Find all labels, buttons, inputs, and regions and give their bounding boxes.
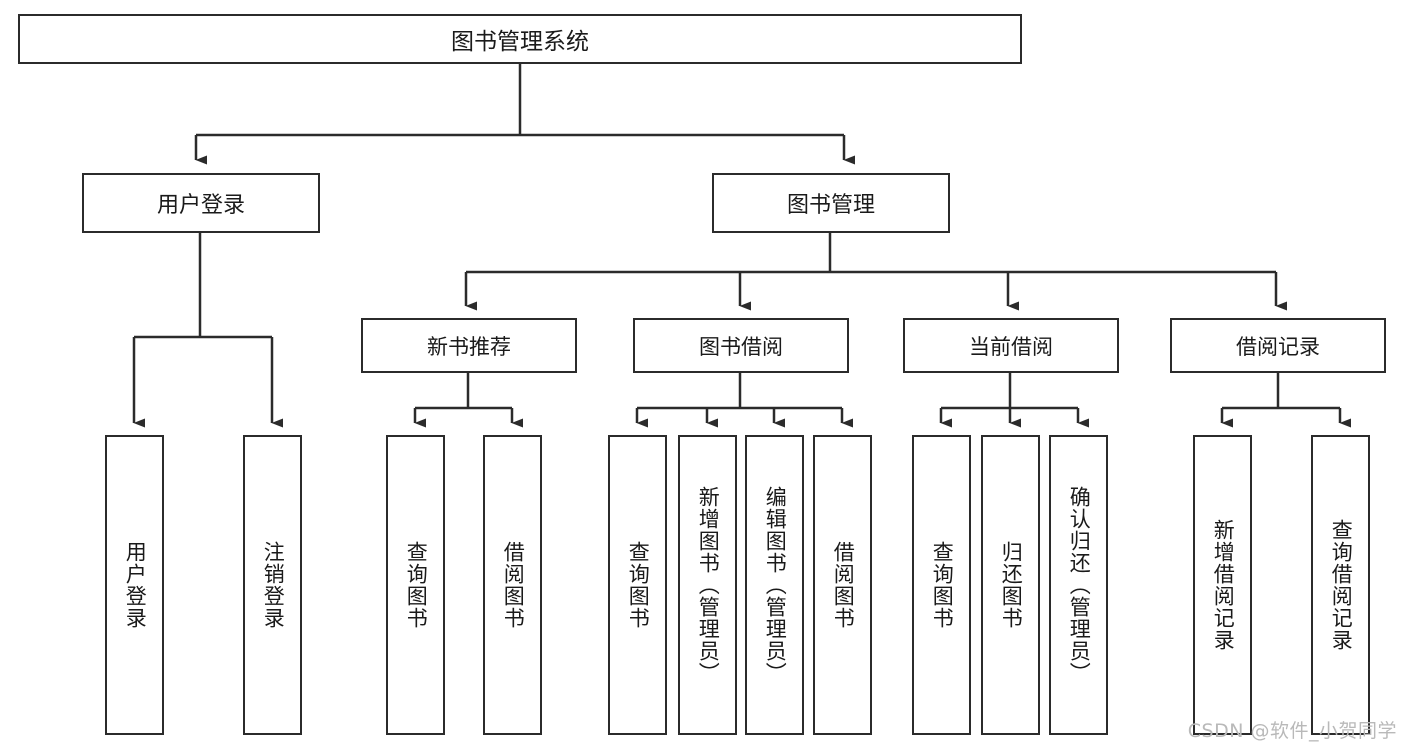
node-label: 新增图书（管理员） xyxy=(696,486,721,684)
leaf-query-book-2[interactable]: 查询图书 xyxy=(608,435,667,735)
node-label: 图书借阅 xyxy=(699,334,783,359)
node-new-book-recommend[interactable]: 新书推荐 xyxy=(361,318,577,373)
node-user-login[interactable]: 用户登录 xyxy=(82,173,320,233)
node-label: 新书推荐 xyxy=(427,334,511,359)
leaf-query-book-3[interactable]: 查询图书 xyxy=(912,435,971,735)
leaf-return-book[interactable]: 归还图书 xyxy=(981,435,1040,735)
node-current-borrow[interactable]: 当前借阅 xyxy=(903,318,1119,373)
node-label: 查询图书 xyxy=(626,541,651,629)
node-label: 归还图书 xyxy=(999,541,1024,629)
leaf-user-login[interactable]: 用户登录 xyxy=(105,435,164,735)
node-label: 图书管理 xyxy=(786,193,875,218)
node-book-borrow[interactable]: 图书借阅 xyxy=(633,318,849,373)
node-root-system[interactable]: 图书管理系统 xyxy=(18,14,1022,64)
leaf-confirm-return[interactable]: 确认归还（管理员） xyxy=(1049,435,1108,735)
node-label: 图书管理系统 xyxy=(451,29,589,55)
leaf-borrow-book-2[interactable]: 借阅图书 xyxy=(813,435,872,735)
csdn-watermark: CSDN @软件_小贺同学 xyxy=(1187,720,1397,742)
leaf-add-book[interactable]: 新增图书（管理员） xyxy=(678,435,737,735)
leaf-add-record[interactable]: 新增借阅记录 xyxy=(1193,435,1252,735)
leaf-borrow-book-1[interactable]: 借阅图书 xyxy=(483,435,542,735)
node-label: 借阅图书 xyxy=(831,541,856,629)
leaf-logout-login[interactable]: 注销登录 xyxy=(243,435,302,735)
node-label: 新增借阅记录 xyxy=(1211,519,1236,651)
node-label: 当前借阅 xyxy=(969,334,1053,359)
node-borrow-record[interactable]: 借阅记录 xyxy=(1170,318,1386,373)
node-label: 借阅图书 xyxy=(501,541,526,629)
node-label: 查询图书 xyxy=(404,541,429,629)
node-label: 借阅记录 xyxy=(1236,334,1320,359)
leaf-query-book-1[interactable]: 查询图书 xyxy=(386,435,445,735)
node-label: 查询图书 xyxy=(930,541,955,629)
leaf-query-record[interactable]: 查询借阅记录 xyxy=(1311,435,1370,735)
node-label: 注销登录 xyxy=(261,541,286,629)
node-label: 确认归还（管理员） xyxy=(1067,486,1092,684)
node-label: 查询借阅记录 xyxy=(1329,519,1354,651)
node-label: 编辑图书（管理员） xyxy=(763,486,788,684)
node-book-manage[interactable]: 图书管理 xyxy=(712,173,950,233)
node-label: 用户登录 xyxy=(156,193,245,218)
leaf-edit-book[interactable]: 编辑图书（管理员） xyxy=(745,435,804,735)
node-label: 用户登录 xyxy=(123,541,148,629)
